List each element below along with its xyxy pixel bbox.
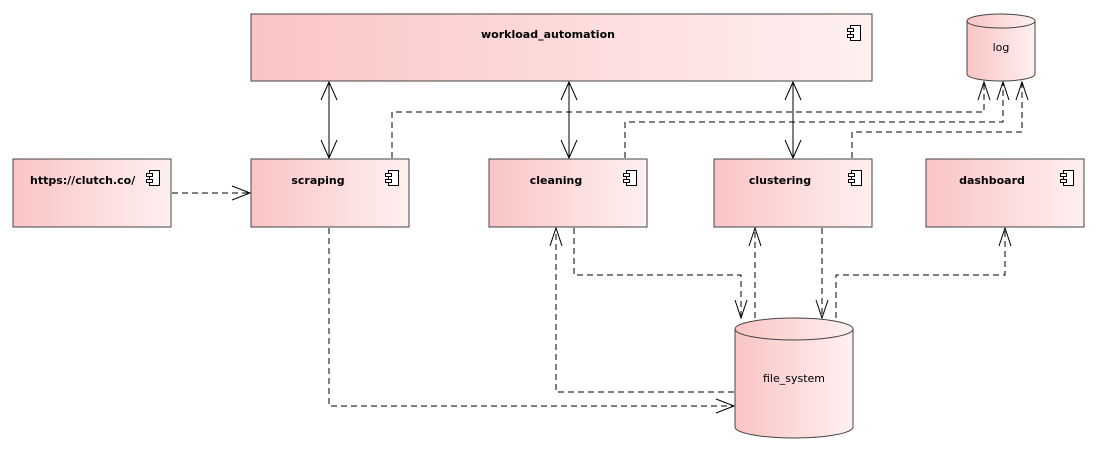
store-log[interactable]: log — [966, 13, 1036, 82]
log-label: log — [993, 41, 1010, 54]
connector-workload-scraping — [320, 80, 338, 160]
cleaning-label: cleaning — [530, 174, 582, 187]
connector-filesystem-dashboard — [835, 226, 1012, 318]
connector-cleaning-filesystem — [573, 228, 748, 320]
component-source[interactable]: https://clutch.co/ — [12, 158, 172, 228]
component-scraping[interactable]: scraping — [250, 158, 410, 228]
workload-automation-label: workload_automation — [481, 28, 615, 41]
connector-filesystem-clustering — [748, 226, 762, 318]
connector-workload-clustering — [784, 80, 802, 160]
component-cleaning[interactable]: cleaning — [488, 158, 648, 228]
connector-workload-cleaning — [560, 80, 578, 160]
connector-clustering-log — [851, 80, 1029, 158]
clustering-label: clustering — [749, 174, 811, 187]
dashboard-label: dashboard — [959, 174, 1025, 187]
connector-scraping-filesystem — [328, 228, 736, 414]
connector-cleaning-log — [624, 80, 1010, 158]
file-system-label: file_system — [763, 372, 825, 385]
component-clustering[interactable]: clustering — [713, 158, 873, 228]
connector-filesystem-cleaning — [549, 226, 734, 393]
component-workload-automation[interactable]: workload_automation — [250, 13, 873, 82]
connectors — [172, 80, 1029, 414]
connector-clustering-filesystem — [815, 228, 829, 320]
component-dashboard[interactable]: dashboard — [925, 158, 1085, 228]
source-label: https://clutch.co/ — [30, 174, 136, 187]
connector-source-scraping — [172, 185, 252, 201]
connector-scraping-log — [391, 80, 991, 158]
store-file-system[interactable]: file_system — [734, 317, 854, 439]
scraping-label: scraping — [291, 174, 344, 187]
